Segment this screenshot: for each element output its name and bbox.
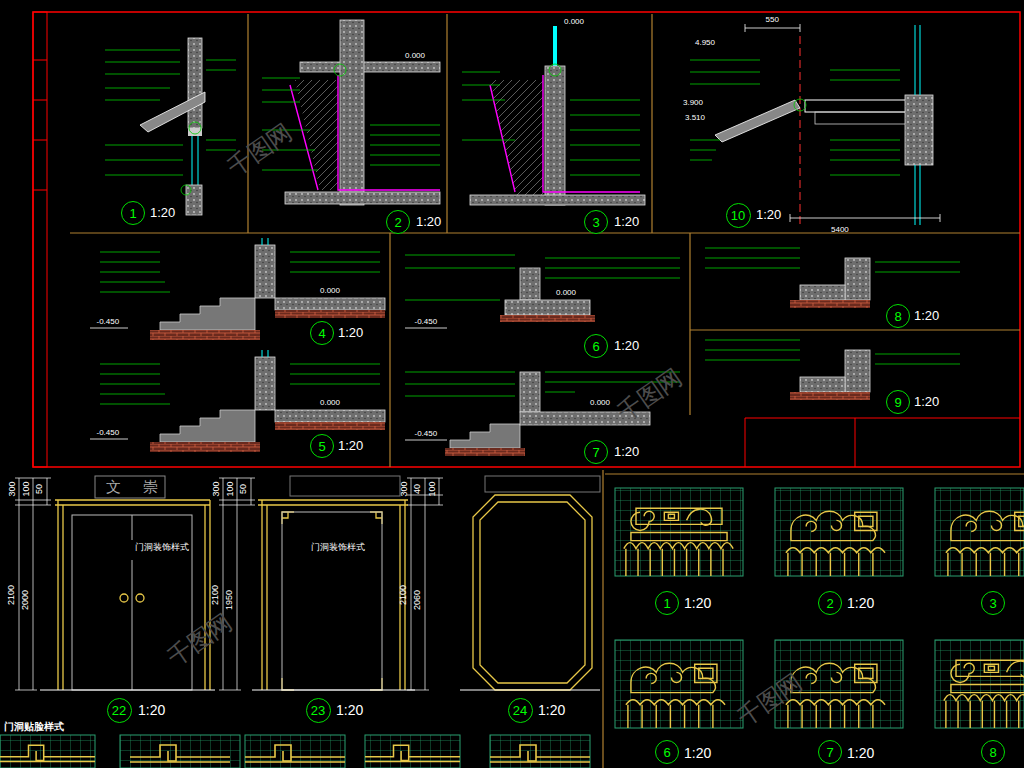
scale-label: 1:20 xyxy=(138,703,165,718)
detail-callout: 23 xyxy=(306,698,331,723)
scale-label: 1:20 xyxy=(338,326,363,340)
callout-number: 1 xyxy=(663,597,670,610)
dimension: 2000 xyxy=(21,590,31,610)
detail-callout: 2 xyxy=(818,591,842,615)
section-heading: 门洞贴脸样式 xyxy=(4,721,64,732)
scale-label: 1:20 xyxy=(614,445,639,459)
scale-label: 1:20 xyxy=(416,215,441,229)
scale-label: 1:20 xyxy=(150,206,175,220)
dimension: 2060 xyxy=(413,590,423,610)
dimension: 300 xyxy=(399,481,409,496)
callout-number: 8 xyxy=(894,310,901,323)
level-mark: 0.000 xyxy=(405,52,425,61)
level-mark: 0.000 xyxy=(320,399,340,408)
detail-callout: 8 xyxy=(886,304,910,328)
dimension: 50 xyxy=(239,484,249,494)
dimension: 50 xyxy=(35,484,45,494)
detail-callout: 3 xyxy=(584,210,608,234)
dimension: 100 xyxy=(427,481,437,496)
callout-number: 3 xyxy=(989,597,996,610)
detail-callout: 7 xyxy=(584,440,608,464)
dimension: 2100 xyxy=(211,585,221,605)
detail-callout: 3 xyxy=(981,591,1005,615)
dimension: 3.510 xyxy=(685,114,705,123)
callout-number: 23 xyxy=(311,704,325,717)
dimension: 4.950 xyxy=(695,39,715,48)
callout-number: 1 xyxy=(129,207,136,220)
level-mark: 0.000 xyxy=(590,399,610,408)
callout-number: 7 xyxy=(592,446,599,459)
detail-callout: 6 xyxy=(655,740,679,764)
callout-number: 24 xyxy=(513,704,527,717)
detail-callout: 5 xyxy=(310,434,334,458)
dimension: 2100 xyxy=(7,585,17,605)
detail-callout: 8 xyxy=(981,740,1005,764)
scale-label: 1:20 xyxy=(914,309,939,323)
scale-label: 1:20 xyxy=(847,596,874,611)
plaque-character: 崇 xyxy=(143,479,158,496)
detail-callout: 4 xyxy=(310,321,334,345)
callout-number: 8 xyxy=(989,746,996,759)
detail-callout: 10 xyxy=(726,203,751,228)
dimension: 1950 xyxy=(225,590,235,610)
level-mark: -0.450 xyxy=(97,318,120,327)
dimension: 100 xyxy=(21,481,31,496)
scale-label: 1:20 xyxy=(847,746,874,761)
callout-number: 6 xyxy=(592,340,599,353)
detail-callout: 2 xyxy=(386,210,410,234)
dimension: 300 xyxy=(7,481,17,496)
callout-number: 2 xyxy=(394,216,401,229)
scale-label: 1:20 xyxy=(684,746,711,761)
plaque-character: 文 xyxy=(106,479,121,496)
scale-label: 1:20 xyxy=(914,395,939,409)
scale-label: 1:20 xyxy=(756,208,781,222)
door-note: 门洞装饰样式 xyxy=(135,543,189,553)
scale-label: 1:20 xyxy=(614,215,639,229)
scale-label: 1:20 xyxy=(338,439,363,453)
dimension: 300 xyxy=(211,481,221,496)
dimension: 100 xyxy=(225,481,235,496)
dimension: 40 xyxy=(413,484,423,494)
detail-callout: 22 xyxy=(107,698,132,723)
callout-number: 10 xyxy=(731,209,745,222)
scale-label: 1:20 xyxy=(614,339,639,353)
dimension: 2100 xyxy=(399,585,409,605)
detail-callout: 1 xyxy=(655,591,679,615)
scale-label: 1:20 xyxy=(336,703,363,718)
callout-number: 9 xyxy=(894,396,901,409)
callout-number: 2 xyxy=(826,597,833,610)
scale-label: 1:20 xyxy=(684,596,711,611)
detail-callout: 1 xyxy=(121,201,145,225)
watermark: 千图网 xyxy=(163,609,237,672)
callout-number: 5 xyxy=(318,440,325,453)
level-mark: 0.000 xyxy=(556,289,576,298)
level-mark: -0.450 xyxy=(415,430,438,439)
callout-number: 4 xyxy=(318,327,325,340)
dimension: 3.900 xyxy=(683,99,703,108)
callout-number: 6 xyxy=(663,746,670,759)
detail-callout: 24 xyxy=(508,698,533,723)
scale-label: 1:20 xyxy=(538,703,565,718)
dimension: 550 xyxy=(766,16,779,25)
level-mark: 0.000 xyxy=(320,287,340,296)
callout-number: 22 xyxy=(112,704,126,717)
level-mark: -0.450 xyxy=(97,429,120,438)
callout-number: 7 xyxy=(826,746,833,759)
detail-callout: 9 xyxy=(886,390,910,414)
callout-number: 3 xyxy=(592,216,599,229)
door-note: 门洞装饰样式 xyxy=(311,543,365,553)
level-mark: -0.450 xyxy=(415,318,438,327)
detail-callout: 6 xyxy=(584,334,608,358)
detail-callout: 7 xyxy=(818,740,842,764)
dimension: 5400 xyxy=(831,226,849,235)
level-mark: 0.000 xyxy=(564,18,584,27)
